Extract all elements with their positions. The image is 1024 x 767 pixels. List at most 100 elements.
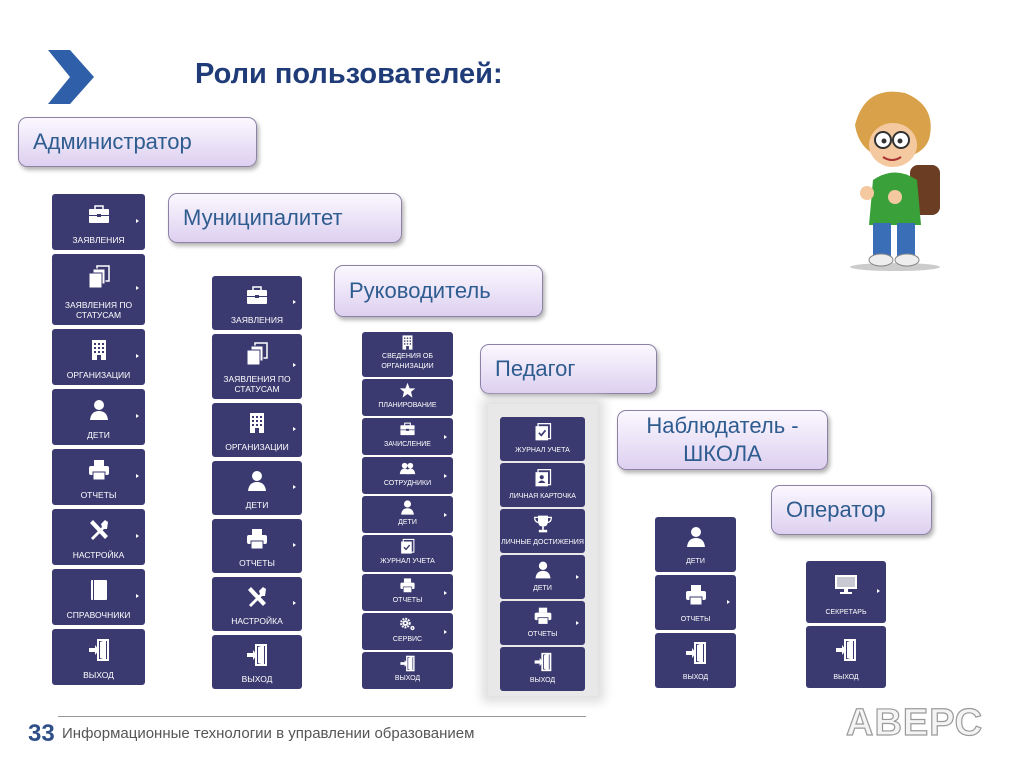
star-icon [399,379,416,401]
menu-tile-person[interactable]: Дети [500,555,585,599]
menu-tile-briefcase[interactable]: Заявления [212,276,302,330]
page-number: 33 [28,720,55,747]
menu-tile-label: Личные достижения [501,539,584,546]
menu-tile-exit[interactable]: Выход [806,626,886,688]
menu-tile-label: Журнал учета [380,558,435,565]
menu-tile-person[interactable]: Дети [655,517,736,572]
exit-icon [834,626,858,673]
menu-tile-printer[interactable]: Отчеты [212,519,302,573]
gears-icon [399,613,416,635]
menu-tile-gears[interactable]: Сервис [362,613,453,650]
menu-tile-label: Выход [682,674,709,681]
printer-icon [684,575,708,615]
menu-tile-label: Заявления по статусам [64,300,133,320]
building-icon [245,403,269,442]
submenu-arrow-icon [727,599,730,604]
menu-tile-label: Справочники [66,610,131,620]
menu-tile-person[interactable]: Дети [212,461,302,515]
tools-icon [87,509,111,550]
menu-tile-documents[interactable]: Заявления по статусам [212,334,302,399]
menu-tile-printer[interactable]: Отчеты [52,449,145,505]
menu-tile-label: Заявления [230,315,284,325]
person-icon [245,461,269,500]
printer-icon [533,601,553,630]
briefcase-icon [87,194,111,235]
tools-icon [245,577,269,616]
menu-tile-label: Организации [66,370,131,380]
menu-tile-documents[interactable]: Заявления по статусам [52,254,145,325]
menu-tile-monitor[interactable]: Секретарь [806,561,886,623]
submenu-arrow-icon [293,427,296,432]
people-icon [399,457,416,479]
menu-tile-building[interactable]: Организации [212,403,302,457]
menu-tile-label: Настройка [231,616,283,626]
menu-tile-exit[interactable]: Выход [655,633,736,688]
printer-icon [399,574,416,596]
menu-tile-person[interactable]: Дети [52,389,145,445]
submenu-arrow-icon [444,434,447,439]
menu-tile-label: Дети [87,430,110,440]
menu-tile-label: Сведения об организации [381,353,434,370]
menu-tile-label: Организации [225,442,289,452]
menu-tile-label: Дети [533,585,552,592]
menu-tile-label: Сотрудники [383,480,432,487]
menu-tile-person[interactable]: Дети [362,496,453,533]
observer-menu: ДетиОтчетыВыход [655,517,736,688]
person-icon [533,555,553,584]
role-operator: Оператор [771,485,932,535]
operator-menu: СекретарьВыход [806,561,886,688]
menu-tile-exit[interactable]: Выход [500,647,585,691]
menu-tile-printer[interactable]: Отчеты [500,601,585,645]
menu-tile-book[interactable]: Справочники [52,569,145,625]
page-title: Роли пользователей: [195,58,503,90]
menu-tile-tools[interactable]: Настройка [212,577,302,631]
submenu-arrow-icon [576,574,579,579]
menu-tile-label: Личная карточка [509,493,576,500]
menu-tile-people[interactable]: Сотрудники [362,457,453,494]
menu-tile-label: Выход [394,675,421,682]
submenu-arrow-icon [136,414,139,419]
submenu-arrow-icon [136,219,139,224]
menu-tile-building[interactable]: Сведения об организации [362,332,453,377]
menu-tile-journal[interactable]: Журнал учета [500,417,585,461]
menu-tile-exit[interactable]: Выход [362,652,453,689]
menu-tile-label: Выход [241,674,273,684]
menu-tile-exit[interactable]: Выход [212,635,302,689]
menu-tile-label: Выход [833,674,859,681]
menu-tile-journal[interactable]: Журнал учета [362,535,453,572]
menu-tile-exit[interactable]: Выход [52,629,145,685]
documents-icon [245,334,269,374]
menu-tile-building[interactable]: Организации [52,329,145,385]
menu-tile-tools[interactable]: Настройка [52,509,145,565]
submenu-arrow-icon [444,629,447,634]
journal-icon [399,535,416,557]
submenu-arrow-icon [293,300,296,305]
menu-tile-label: Дети [686,558,705,565]
menu-tile-briefcase[interactable]: Зачисление [362,418,453,455]
exit-icon [684,633,708,673]
menu-tile-label: Дети [398,519,417,526]
menu-tile-star[interactable]: Планирование [362,379,453,416]
menu-tile-printer[interactable]: Отчеты [655,575,736,630]
person-icon [684,517,708,557]
brand-logo: АВЕРС [845,701,984,744]
menu-tile-label: Дети [245,500,269,510]
menu-tile-trophy[interactable]: Личные достижения [500,509,585,553]
menu-tile-printer[interactable]: Отчеты [362,574,453,611]
submenu-arrow-icon [877,588,880,593]
submenu-arrow-icon [576,620,579,625]
submenu-arrow-icon [293,601,296,606]
submenu-arrow-icon [444,512,447,517]
footer-text: Информационные технологии в управлении о… [62,725,475,742]
exit-icon [533,647,553,676]
menu-tile-briefcase[interactable]: Заявления [52,194,145,250]
journal-icon [533,417,553,446]
municipality-menu: ЗаявленияЗаявления по статусамОрганизаци… [212,276,302,689]
menu-tile-label: Сервис [392,636,423,643]
building-icon [399,332,416,352]
menu-tile-label: Заявления [72,235,125,245]
menu-tile-card[interactable]: Личная карточка [500,463,585,507]
menu-tile-label: Выход [529,677,556,684]
submenu-arrow-icon [293,363,296,368]
building-icon [87,329,111,370]
